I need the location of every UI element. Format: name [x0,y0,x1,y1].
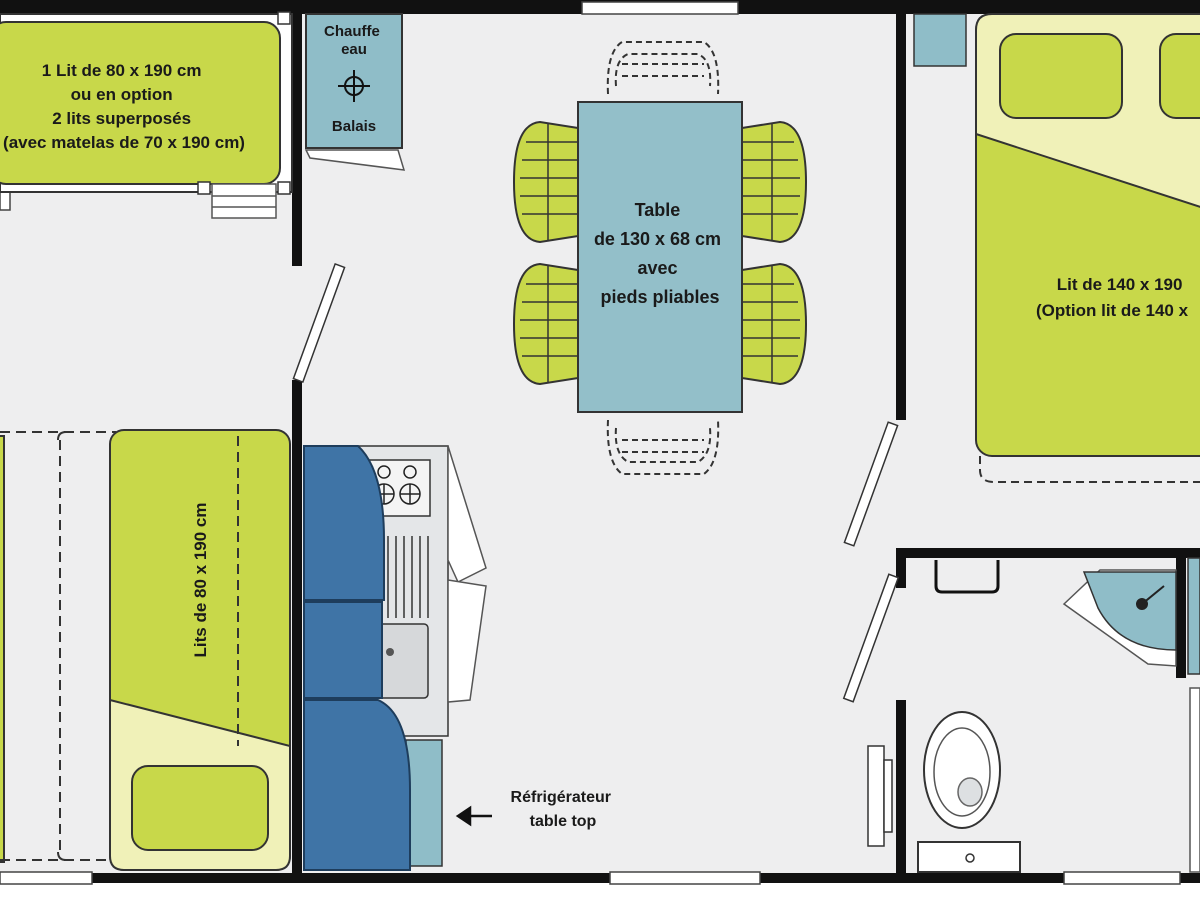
pillow [131,765,269,851]
bunk-post [277,181,291,195]
window-bottom-center [609,871,761,885]
bunk-bed-label-line: 2 lits superposés [52,109,191,128]
table-label-line: avec [637,258,677,278]
tap-icon [1136,585,1165,610]
table-label-line: Table [635,200,681,220]
wall-left-room-upper [292,14,302,266]
water-heater-label-line: Chauffe [324,23,380,40]
chair-left-lower [512,262,579,386]
kitchen: Réfrigérateur table top [303,445,616,871]
bunk-ladder [211,183,277,219]
left-bedroom-door [292,263,346,383]
bunk-bed: 1 Lit de 80 x 190 cm ou en option 2 lits… [0,11,293,219]
wardrobe-corner [913,13,967,67]
outer-wall-bottom [0,873,1200,883]
chair-right-lower [741,262,808,386]
windows [0,1,1181,885]
crosshair-icon [338,70,370,102]
wall-right-room-middle [896,548,906,588]
folding-chair-bottom [606,419,720,475]
fridge-label-line: Réfrigérateur [511,789,611,806]
bench-upper [303,445,385,601]
single-beds-label: Lits de 80 x 190 cm [191,503,210,658]
chair-right-upper [741,120,808,244]
bunk-bed-label-line: (avec matelas de 70 x 190 cm) [3,133,245,152]
bench-lower [303,699,411,871]
washbasin [1082,571,1177,651]
broom-label: Balais [332,118,376,135]
double-bed: Lit de 140 x 190 (Option lit de 140 x [913,13,1200,483]
pillow [1159,33,1200,119]
table-label-line: de 130 x 68 cm [594,229,721,249]
water-heater-label-line: eau [341,41,367,58]
counter-side-panel [447,579,487,703]
drainboard [387,536,429,618]
wall-shower [1176,558,1186,678]
fridge-label-line: table top [530,813,597,830]
bunk-post [277,11,291,25]
wall-right-room-upper [896,14,906,420]
pillow [999,33,1123,119]
wall-bathroom-top [896,548,1200,558]
kitchen-sink [377,623,429,699]
pull-out-bed-dashed [0,431,116,861]
bunk-bed-label-line: ou en option [71,85,173,104]
window-bottom-right [1063,871,1181,885]
table-label-line: pieds pliables [600,287,719,307]
folding-chair-top [606,41,720,95]
arrow-left-icon [455,805,492,827]
fridge [405,739,443,867]
bunk-bed-label-line: 1 Lit de 80 x 190 cm [42,61,202,80]
towel-rail [934,560,1000,594]
window-top [581,1,739,15]
single-bed-left-partial [0,435,5,863]
bench-middle [303,601,383,699]
radiator [867,745,885,847]
chair-left-upper [512,120,579,244]
bunk-bed-mattress [0,21,281,185]
closet-door-swing [304,149,406,171]
sink-drain-icon [386,648,394,656]
double-bed-label: Lit de 140 x 190 (Option lit de 140 x [1036,275,1189,320]
flush-button-icon [965,853,975,863]
shower-panel [1189,687,1200,873]
double-bed-label-line: Lit de 140 x 190 [1057,275,1183,294]
burner-icon [373,465,421,505]
bunk-post [197,181,211,195]
bathroom [842,557,1200,873]
wall-right-room-lower [896,700,906,876]
double-bed-extension-dashed [979,456,1200,483]
shower-tray [1187,557,1200,675]
window-bottom-left [0,871,93,885]
twin-beds: Lits de 80 x 190 cm [0,429,291,871]
table-label: Table de 130 x 68 cm avec pieds pliables [594,200,726,307]
fridge-label: Réfrigérateur table top [511,789,616,830]
toilet-drain [957,777,983,807]
bunk-bed-label: 1 Lit de 80 x 190 cm ou en option 2 lits… [3,61,245,152]
water-heater-closet: Chauffe eau Balais [304,13,406,171]
wall-left-room-lower [292,380,302,876]
pull-out-bed-curve [57,431,67,861]
radiator-fins [883,759,893,833]
toilet-cistern [917,841,1021,873]
dining-area: Table de 130 x 68 cm avec pieds pliables [512,41,808,475]
right-bedroom-door [843,421,899,547]
double-bed-label-line: (Option lit de 140 x [1036,301,1189,320]
dining-table [577,101,743,413]
bathroom-door [842,573,900,703]
water-heater-label: Chauffe eau [324,23,384,58]
